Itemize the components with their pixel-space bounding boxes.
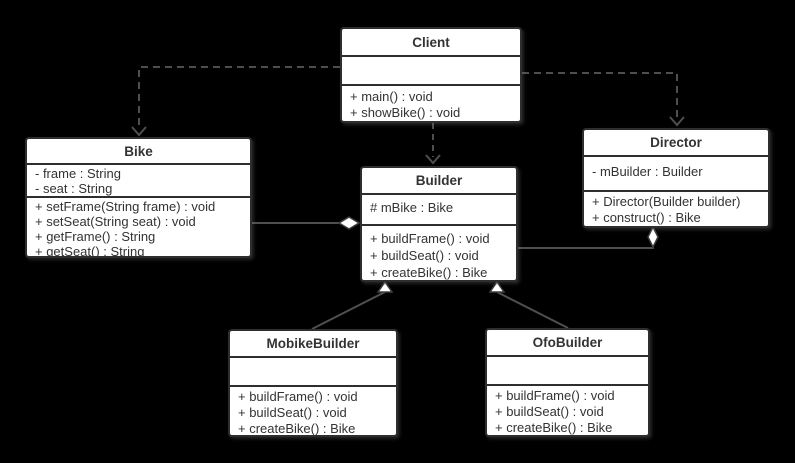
attribute-line: - mBuilder : Builder [592,164,703,179]
aggregation-diamond-icon [647,225,659,249]
class-ofobuilder[interactable]: OfoBuilder + buildFrame() : void + build… [485,328,650,437]
method-line: + getFrame() : String [35,229,156,244]
method-line: + createBike() : Bike [238,421,356,435]
class-bike-methods: + setFrame(String frame) : void + setSea… [27,198,250,256]
dependency-client-director[interactable] [522,72,685,127]
class-ofobuilder-attributes [487,357,648,386]
class-mobikebuilder[interactable]: MobikeBuilder + buildFrame() : void + bu… [228,329,398,437]
open-arrowhead-icon [669,116,685,127]
method-line: + createBike() : Bike [370,265,488,280]
method-line: + buildSeat() : void [238,405,347,420]
method-line: + buildFrame() : void [495,388,615,403]
aggregation-builder-bike[interactable] [252,216,361,230]
class-mobikebuilder-methods: + buildFrame() : void + buildSeat() : vo… [230,387,396,435]
class-mobikebuilder-attributes [230,358,396,387]
class-builder[interactable]: Builder # mBike : Bike + buildFrame() : … [360,166,518,282]
method-line: + buildFrame() : void [370,231,490,246]
attribute-line: - frame : String [35,166,121,181]
class-client[interactable]: Client + main() : void + showBike() : vo… [340,27,522,123]
dependency-client-builder[interactable] [425,123,441,165]
generalization-ofobuilder-builder[interactable] [488,280,569,329]
attribute-line: - seat : String [35,181,113,196]
method-line: + createBike() : Bike [495,420,613,435]
aggregation-diamond-icon [337,216,361,230]
class-bike[interactable]: Bike - frame : String - seat : String + … [25,137,252,258]
class-bike-title: Bike [27,139,250,165]
class-client-methods: + main() : void + showBike() : void [342,86,520,121]
class-builder-title: Builder [362,168,516,195]
class-ofobuilder-title: OfoBuilder [487,330,648,357]
method-line: + setFrame(String frame) : void [35,199,216,214]
generalization-triangle-icon [376,280,394,293]
open-arrowhead-icon [425,154,441,165]
class-client-title: Client [342,29,520,57]
method-line: + showBike() : void [350,105,461,120]
class-builder-attributes: # mBike : Bike [362,195,516,226]
class-client-attributes [342,57,520,86]
class-director-attributes: - mBuilder : Builder [584,157,768,192]
class-builder-methods: + buildFrame() : void + buildSeat() : vo… [362,226,516,280]
generalization-triangle-icon [488,280,506,293]
class-director-methods: + Director(Builder builder) + construct(… [584,192,768,226]
attribute-line: # mBike : Bike [370,200,454,215]
method-line: + buildSeat() : void [370,248,479,263]
aggregation-director-builder[interactable] [518,225,659,249]
method-line: + setSeat(String seat) : void [35,214,196,229]
dependency-client-bike[interactable] [131,66,340,137]
open-arrowhead-icon [131,126,147,137]
method-line: + Director(Builder builder) [592,194,741,209]
class-mobikebuilder-title: MobikeBuilder [230,331,396,358]
class-director[interactable]: Director - mBuilder : Builder + Director… [582,128,770,228]
class-bike-attributes: - frame : String - seat : String [27,165,250,198]
class-ofobuilder-methods: + buildFrame() : void + buildSeat() : vo… [487,386,648,435]
class-director-title: Director [584,130,768,157]
generalization-mobikebuilder-builder[interactable] [311,280,394,330]
method-line: + getSeat() : String [35,244,145,256]
method-line: + buildFrame() : void [238,389,358,404]
method-line: + construct() : Bike [592,210,701,225]
method-line: + buildSeat() : void [495,404,604,419]
method-line: + main() : void [350,89,433,104]
